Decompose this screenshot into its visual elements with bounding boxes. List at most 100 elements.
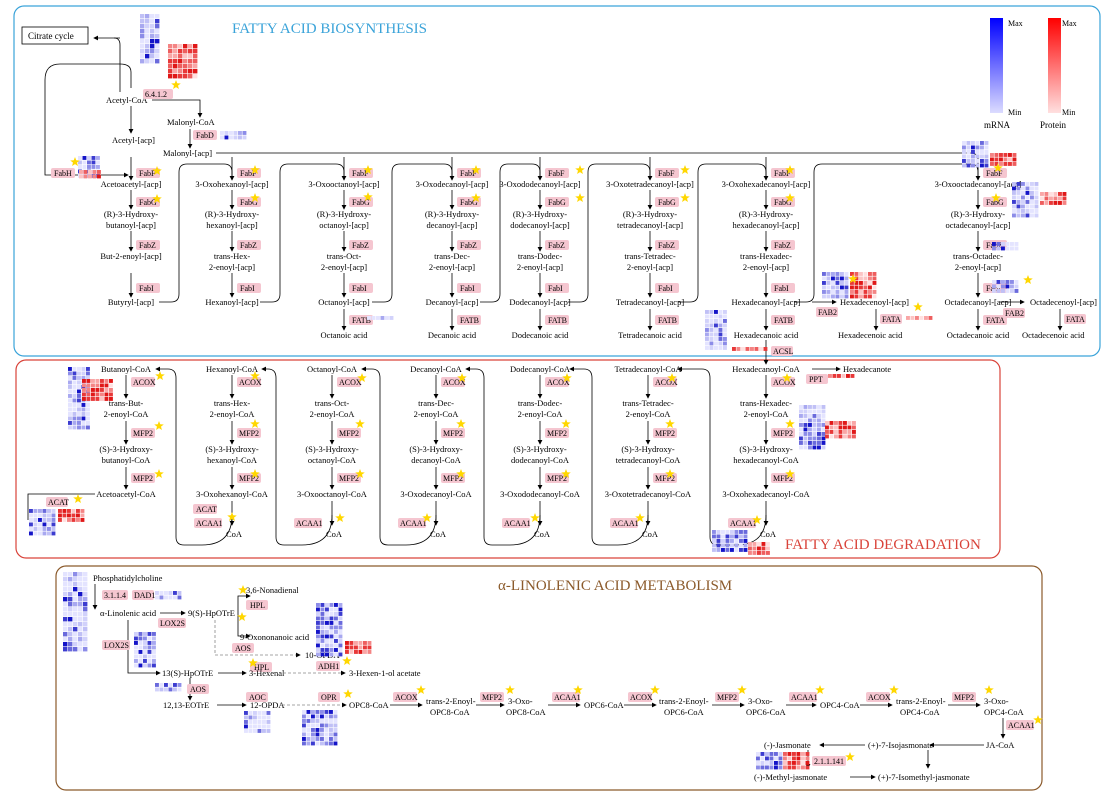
hm-acaa1-mrna-cell	[721, 539, 725, 543]
enzyme-atb-6[interactable]	[771, 315, 795, 325]
enzyme-ata-7[interactable]	[983, 315, 1007, 325]
enzyme-f-5[interactable]	[655, 168, 679, 178]
enzyme-i-4[interactable]	[545, 283, 569, 293]
deg-enzyme-acox-1-0[interactable]	[237, 377, 261, 387]
hm-aos-mrna-cell	[155, 687, 159, 692]
enzyme-hpl-a[interactable]	[246, 600, 268, 610]
enzyme-dad1[interactable]	[132, 590, 154, 600]
enzyme-atb-5[interactable]	[655, 315, 679, 325]
enzyme-z-1[interactable]	[237, 240, 261, 250]
enzyme-fata-a[interactable]	[880, 314, 902, 324]
enzyme-aoc[interactable]	[246, 692, 268, 702]
deg-enzyme-mfp2-2-1[interactable]	[337, 428, 361, 438]
enzyme-acaa1-l3[interactable]	[1006, 720, 1034, 730]
hm-acox-mrna-cell	[86, 403, 90, 407]
enzyme-atb-3[interactable]	[457, 315, 481, 325]
enzyme-acaa1-l2[interactable]	[789, 692, 817, 702]
deg-enzyme-acaa1-5[interactable]	[610, 518, 638, 528]
enzyme-opr[interactable]	[318, 692, 340, 702]
enzyme-i-5[interactable]	[655, 283, 679, 293]
deg-enzyme-mfp2-1-1[interactable]	[237, 428, 261, 438]
enzyme-acaa1-l1[interactable]	[552, 692, 580, 702]
enzyme-21141[interactable]	[812, 756, 846, 766]
hm-21141-prot-cell	[783, 761, 787, 765]
enzyme-g-5[interactable]	[655, 197, 679, 207]
enzyme-atb-4[interactable]	[545, 315, 569, 325]
enzyme-6412[interactable]	[143, 89, 173, 99]
deg-enzyme-mfp2-2-2[interactable]	[337, 473, 361, 483]
deg-enzyme-acaa1-4[interactable]	[502, 518, 530, 528]
deg-hy2-4: dodecanoyl-CoA	[511, 455, 570, 465]
enzyme-z-6[interactable]	[771, 240, 795, 250]
deg-loop-4	[465, 366, 541, 546]
hm-octa-fabg-mrna-cell	[1030, 191, 1034, 195]
enzyme-fabd[interactable]	[193, 130, 217, 140]
enzyme-g-7[interactable]	[983, 197, 1007, 207]
enzyme-acat-a[interactable]	[46, 497, 68, 507]
enzyme-lox2s-a[interactable]	[158, 618, 186, 628]
deg-enzyme-acaa1-6[interactable]	[728, 518, 756, 528]
enzyme-hpl-b[interactable]	[250, 662, 272, 672]
enzyme-fabh[interactable]	[51, 168, 75, 178]
hm-6412-prot-cell	[188, 54, 193, 59]
deg-enzyme-acaa1-2[interactable]	[294, 518, 322, 528]
enzyme-g-0[interactable]	[136, 197, 160, 207]
enzyme-fab2-b[interactable]	[1003, 308, 1025, 318]
enzyme-z-5[interactable]	[655, 240, 679, 250]
deg-enzyme-acox-3-0[interactable]	[441, 377, 465, 387]
hm-fabd-mrna-cell	[242, 135, 247, 140]
hm-hexadecanoic-mrna-cell	[705, 346, 709, 350]
deg-enzyme-mfp2-5-1[interactable]	[653, 428, 677, 438]
deg-enzyme-mfp2-0-1[interactable]	[131, 428, 155, 438]
enzyme-acox-l2[interactable]	[628, 692, 652, 702]
deg-enzyme-acaa1-3[interactable]	[398, 518, 426, 528]
enzyme-3114[interactable]	[102, 590, 128, 600]
hm-mfp2-prot-cell	[825, 421, 829, 425]
enzyme-i-3[interactable]	[457, 283, 481, 293]
deg-acyl-2: Octanoyl-CoA	[307, 364, 358, 374]
enzyme-mfp2-l1[interactable]	[480, 692, 504, 702]
enzyme-i-0[interactable]	[136, 283, 160, 293]
enzyme-acat-b[interactable]	[193, 504, 217, 514]
enzyme-aos-b[interactable]	[187, 684, 209, 694]
enzyme-mfp2-l3[interactable]	[952, 692, 976, 702]
enzyme-z-2[interactable]	[349, 240, 373, 250]
enzyme-fata-b[interactable]	[1064, 314, 1086, 324]
deg-enzyme-mfp2-0-2[interactable]	[131, 473, 155, 483]
deg-enzyme-acox-0-0[interactable]	[131, 377, 155, 387]
enzyme-f-4[interactable]	[545, 168, 569, 178]
hm-lox2s-mrna-cell	[147, 663, 152, 668]
deg-enzyme-acaa1-1[interactable]	[194, 518, 222, 528]
enzyme-i-1[interactable]	[237, 283, 261, 293]
enzyme-aos-a[interactable]	[232, 643, 254, 653]
enzyme-z-4[interactable]	[545, 240, 569, 250]
hm-fab2-prot-cell	[850, 281, 854, 285]
enzyme-acox-l1[interactable]	[393, 692, 417, 702]
enzyme-f-7[interactable]	[983, 168, 1007, 178]
enzyme-acsl[interactable]	[771, 346, 793, 356]
enzyme-i-2[interactable]	[349, 283, 373, 293]
deg-enzyme-mfp2-3-1[interactable]	[441, 428, 465, 438]
enzyme-z-3[interactable]	[457, 240, 481, 250]
enzyme-i-6[interactable]	[771, 283, 795, 293]
enzyme-g-4[interactable]	[545, 197, 569, 207]
deg-enzyme-mfp2-6-1[interactable]	[771, 428, 795, 438]
deg-enzyme-acox-4-0[interactable]	[545, 377, 569, 387]
enzyme-z-0[interactable]	[136, 240, 160, 250]
hm-acat-prot-cell	[62, 513, 67, 518]
hm-adh1-prot-cell	[358, 645, 363, 650]
enzyme-mfp2-l2[interactable]	[715, 692, 739, 702]
hm-hpl-mrna-cell	[338, 607, 343, 612]
hm-21141-mrna-cell	[765, 765, 769, 770]
deg-enzyme-mfp2-4-2[interactable]	[545, 473, 569, 483]
deg-enzyme-mfp2-4-1[interactable]	[545, 428, 569, 438]
enzyme-ppt[interactable]	[806, 374, 828, 384]
enzyme-fab2-a[interactable]	[816, 307, 838, 317]
citrate-cycle-box[interactable]	[21, 26, 89, 45]
hm-6412-mrna-cell	[140, 19, 145, 24]
hm-aoc-mrna-cell	[257, 711, 262, 715]
enzyme-acox-l3[interactable]	[866, 692, 890, 702]
enzyme-lox2s-b[interactable]	[102, 640, 130, 650]
enzyme-adh1[interactable]	[316, 661, 340, 671]
deg-enzyme-acox-2-0[interactable]	[337, 377, 361, 387]
